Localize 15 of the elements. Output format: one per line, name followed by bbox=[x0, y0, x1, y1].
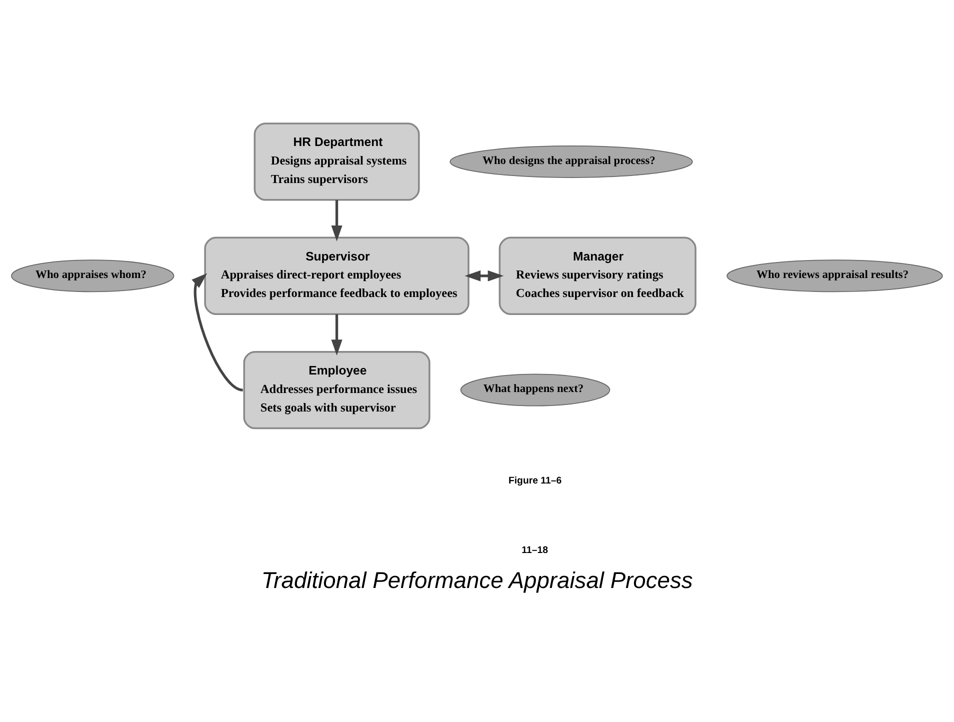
label: 11–18 bbox=[522, 544, 548, 556]
node-ellipse: What happens next? bbox=[460, 373, 610, 406]
node-box: Manager Reviews supervisory ratings Coaches supervisor on feedback bbox=[498, 236, 696, 314]
arrow bbox=[331, 314, 342, 355]
node-box: Employee Addresses performance issues Sets goals with supervisor bbox=[243, 350, 430, 429]
node-box: HR Department Designs appraisal systems Trains supervisors bbox=[254, 122, 420, 200]
node-ellipse: Who appraises whom? bbox=[11, 259, 174, 292]
arrow bbox=[192, 272, 244, 391]
arrow bbox=[464, 270, 504, 281]
node-ellipse: Who reviews appraisal results? bbox=[726, 259, 943, 292]
node-ellipse: Who designs the appraisal process? bbox=[450, 144, 693, 178]
label: Figure 11–6 bbox=[508, 474, 562, 486]
arrow bbox=[331, 200, 342, 241]
diagram-title: Traditional Performance Appraisal Process bbox=[261, 566, 693, 592]
node-box: Supervisor Appraises direct-report employees Provides performance feedback to employees bbox=[204, 236, 470, 314]
